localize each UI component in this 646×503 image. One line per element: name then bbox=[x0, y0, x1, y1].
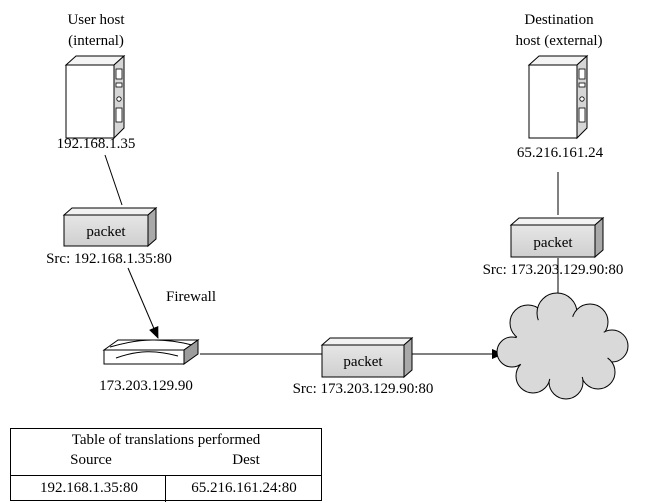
translation-row-source: 192.168.1.35:80 bbox=[40, 480, 138, 496]
destination-host-title-line2: host (external) bbox=[515, 33, 603, 49]
translation-row-dest: 65.216.161.24:80 bbox=[191, 480, 297, 496]
user-host-server-icon bbox=[64, 54, 126, 140]
link-packet-to-firewall bbox=[127, 267, 159, 339]
destination-host-ip: 65.216.161.24 bbox=[516, 145, 604, 161]
user-host-ip: 192.168.1.35 bbox=[56, 136, 136, 152]
firewall-label: Firewall bbox=[166, 289, 216, 305]
destination-host-title-line1: Destination bbox=[524, 12, 594, 28]
translation-table: Table of translations performed Source D… bbox=[10, 428, 322, 502]
packet-user: packet bbox=[62, 206, 158, 248]
packet-destination: packet bbox=[509, 216, 605, 259]
translation-table-header-source: Source bbox=[70, 452, 112, 468]
firewall-device-icon bbox=[102, 339, 200, 365]
packet-firewall-label: packet bbox=[343, 354, 383, 370]
firewall-ip: 173.203.129.90 bbox=[99, 378, 193, 394]
table-row: 192.168.1.35:80 65.216.161.24:80 bbox=[11, 475, 321, 502]
packet-user-src: Src: 192.168.1.35:80 bbox=[46, 251, 172, 267]
packet-firewall: packet bbox=[320, 336, 414, 379]
link-userhost-to-packet bbox=[104, 154, 123, 206]
internet-cloud-icon bbox=[496, 292, 629, 400]
table-column-divider bbox=[165, 476, 166, 502]
user-host-title: User host (internal) bbox=[46, 10, 146, 52]
user-host-title-line2: (internal) bbox=[68, 33, 124, 49]
translation-table-header-dest: Dest bbox=[232, 452, 260, 468]
destination-host-title: Destination host (external) bbox=[494, 10, 624, 52]
packet-destination-src: Src: 173.203.129.90:80 bbox=[482, 262, 624, 278]
packet-destination-label: packet bbox=[533, 235, 573, 251]
packet-user-label: packet bbox=[86, 224, 126, 240]
user-host-title-line1: User host bbox=[67, 12, 125, 28]
destination-host-server-icon bbox=[527, 54, 589, 140]
translation-table-caption: Table of translations performed bbox=[71, 432, 261, 448]
packet-firewall-src: Src: 173.203.129.90:80 bbox=[292, 381, 434, 397]
